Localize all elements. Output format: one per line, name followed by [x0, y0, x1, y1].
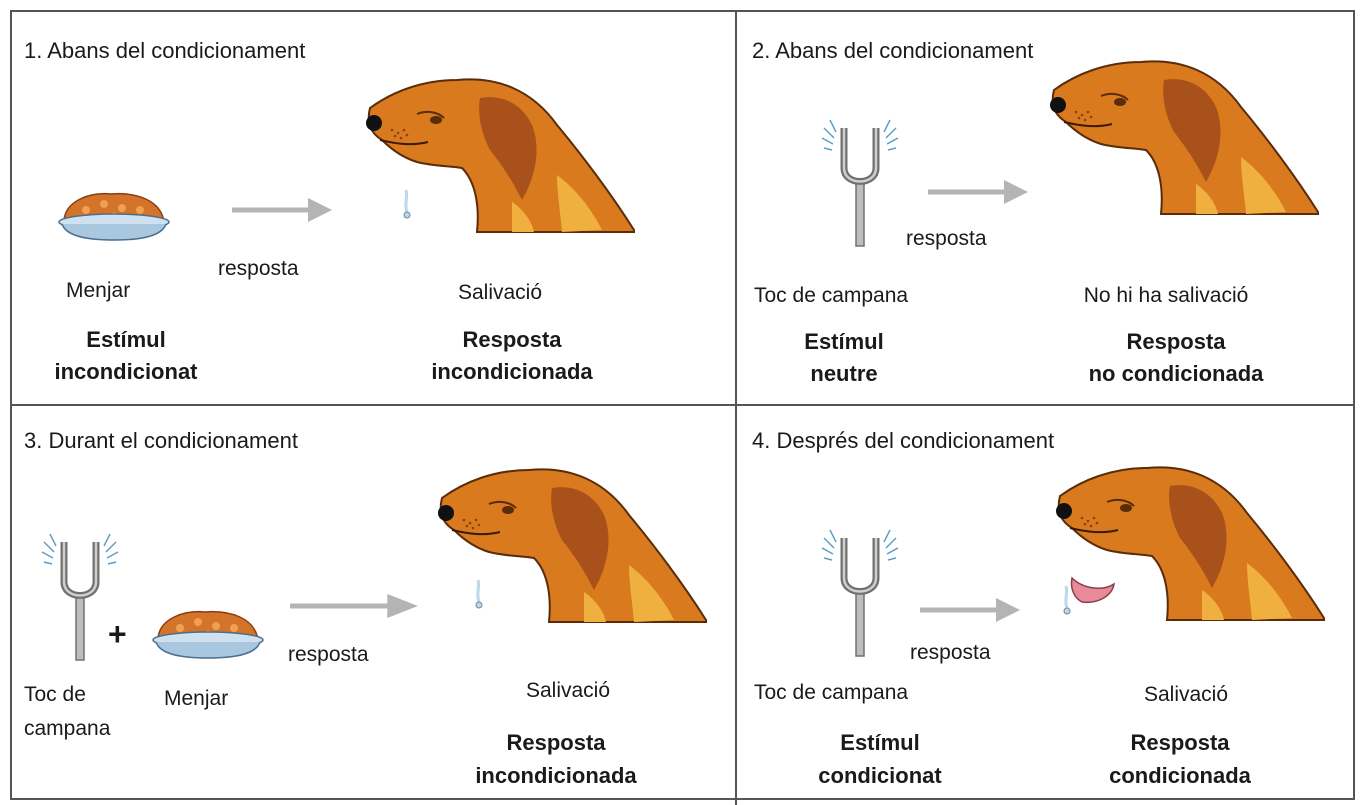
stimulus-type-line-2: neutre [810, 361, 878, 386]
food-bowl-icon [152, 610, 264, 659]
arrow-label: resposta [910, 641, 991, 664]
stimulus-label: Menjar [66, 279, 131, 302]
response-type-line-1: Resposta [1126, 329, 1226, 354]
stimulus-label-line-1: Toc de [24, 683, 86, 706]
arrow-icon [928, 180, 1030, 206]
response-type-line-2: incondicionada [431, 359, 593, 384]
panel-2-title: 2. Abans del condicionament [752, 38, 1034, 63]
food-bowl-icon [58, 192, 170, 241]
arrow-icon [290, 594, 420, 620]
tuning-fork-icon [842, 538, 882, 658]
response-type-line-1: Resposta [462, 327, 562, 352]
response-type-line-2: condicionada [1109, 763, 1251, 788]
dog-head-icon [1055, 466, 1325, 621]
plus-icon: + [108, 616, 127, 652]
tuning-fork-icon [842, 128, 882, 248]
stimulus-label: Toc de campana [754, 284, 909, 307]
response-label: Salivació [525, 679, 611, 702]
tuning-fork-icon [62, 542, 102, 662]
stimulus-type-line-2: incondicionat [54, 359, 198, 384]
dog-head-icon [437, 468, 707, 623]
stimulus-label: Toc de campana [754, 681, 909, 704]
stimulus-type-line-1: Estímul [804, 329, 884, 354]
panel-3-title: 3. Durant el condicionament [24, 428, 298, 453]
response-type-line-2: incondicionada [475, 763, 637, 788]
panel-4-title: 4. Després del condicionament [752, 428, 1055, 453]
response-type-line-1: Resposta [506, 730, 606, 755]
food-label: Menjar [164, 687, 229, 710]
stimulus-type-line-1: Estímul [86, 327, 166, 352]
response-label: No hi ha salivació [1083, 284, 1249, 307]
panel-1-title: 1. Abans del condicionament [24, 38, 306, 63]
vertical-divider [735, 10, 737, 805]
arrow-label: resposta [906, 227, 987, 250]
arrow-label: resposta [218, 257, 299, 280]
arrow-label: resposta [288, 643, 369, 666]
stimulus-type-line-2: condicionat [818, 763, 942, 788]
horizontal-divider [10, 404, 1355, 406]
arrow-icon [232, 198, 334, 224]
stimulus-label-line-2: campana [24, 717, 111, 740]
arrow-icon [920, 598, 1024, 624]
dog-head-icon [1049, 60, 1319, 216]
response-label: Salivació [457, 281, 543, 304]
dog-head-icon [365, 78, 635, 233]
response-type-line-1: Resposta [1130, 730, 1230, 755]
stimulus-type-line-1: Estímul [840, 730, 920, 755]
response-label: Salivació [1143, 683, 1229, 706]
response-type-line-2: no condicionada [1088, 361, 1264, 386]
